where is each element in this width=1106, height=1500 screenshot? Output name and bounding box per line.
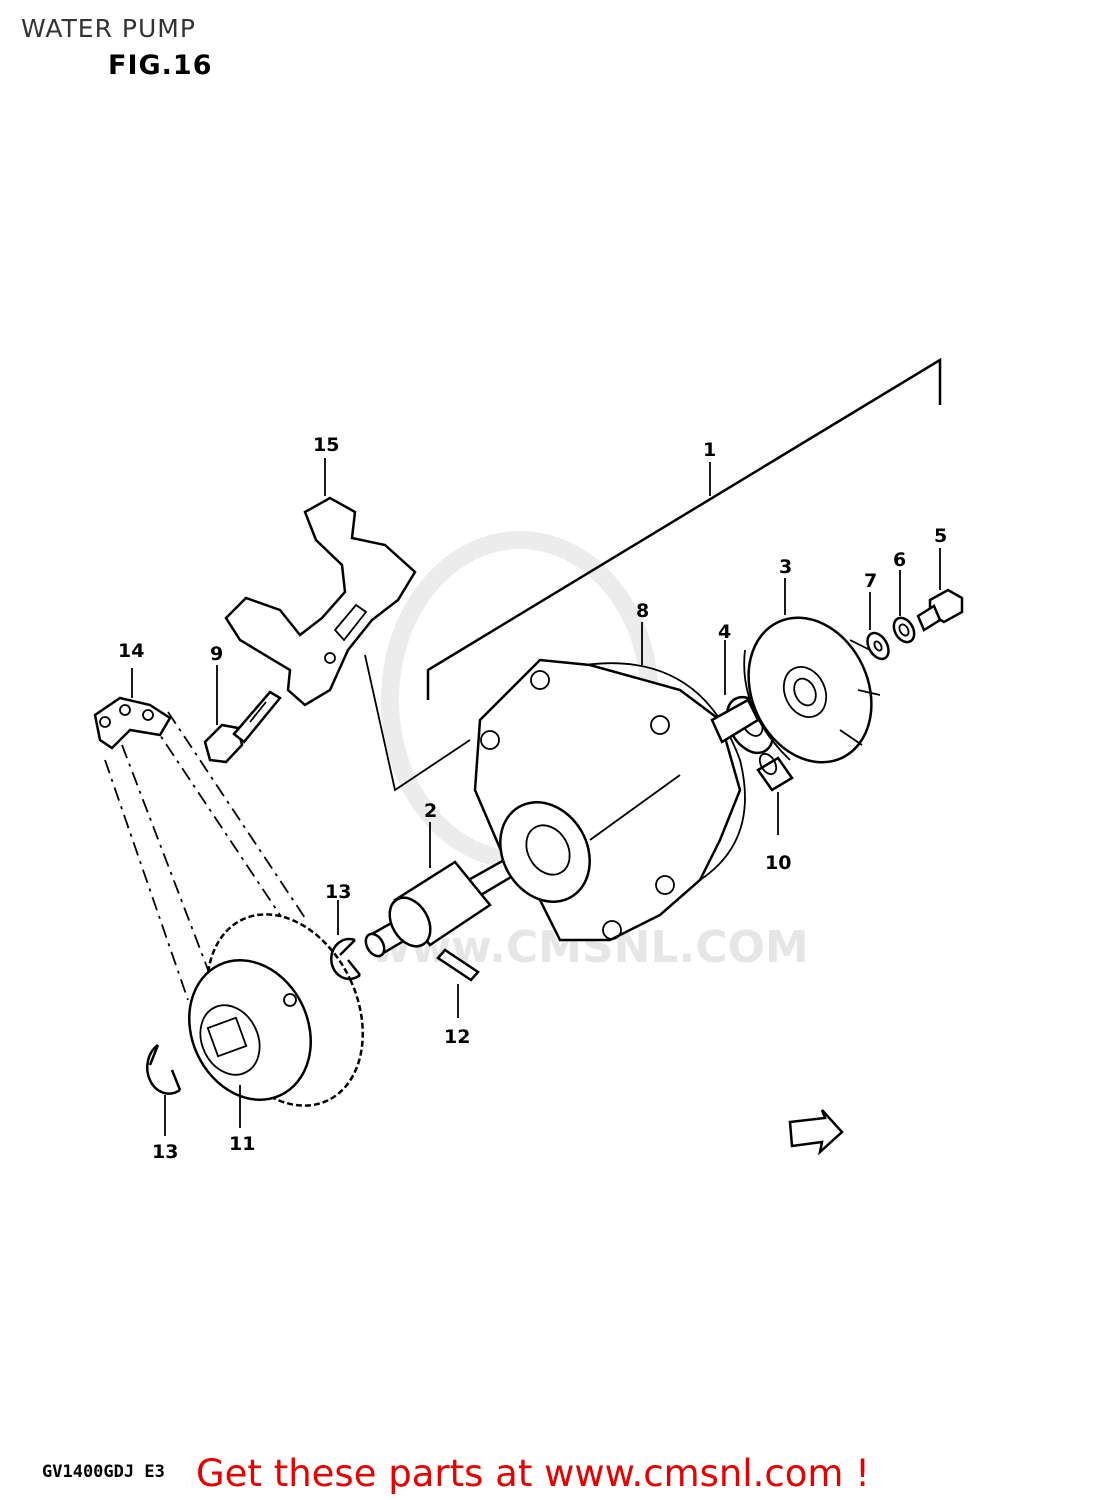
callout-13-upper: 13 [325,881,351,903]
callout-6: 6 [893,549,906,571]
callout-13-lower: 13 [152,1141,178,1163]
assembly-bracket-1 [364,357,942,792]
callout-12: 12 [444,1026,470,1048]
buy-parts-link[interactable]: Get these parts at www.cmsnl.com ! [196,1452,871,1495]
part-5-nut [916,548,964,632]
part-9-bolt [203,665,282,764]
part-7-washer [866,592,890,661]
callout-14: 14 [118,640,144,662]
callout-3: 3 [779,556,792,578]
part-2-shaft [364,822,550,958]
callout-1: 1 [703,439,716,461]
callout-11: 11 [229,1133,255,1155]
part-15-bracket [224,458,417,707]
callout-5: 5 [934,525,947,547]
figure-label: FIG.16 [108,50,213,81]
part-10-dowel [756,752,794,835]
callout-15: 15 [313,434,339,456]
callout-4: 4 [718,621,731,643]
part-14-chain [93,668,306,1001]
part-12-pin [436,948,480,1018]
page-title: WATER PUMP [21,14,196,43]
front-arrow-icon [788,1109,844,1156]
part-8-pump-housing [473,622,746,942]
part-3-impeller [743,578,881,764]
callout-2: 2 [424,800,437,822]
callout-7: 7 [864,570,877,592]
part-13b-circlip [146,1043,182,1136]
part-6-washer [892,570,916,644]
callout-8: 8 [636,600,649,622]
callout-9: 9 [210,643,223,665]
model-code: GV1400GDJ E3 [42,1462,165,1482]
part-13a-circlip [330,900,361,981]
part-11-sprocket [188,913,364,1128]
callout-10: 10 [765,852,791,874]
